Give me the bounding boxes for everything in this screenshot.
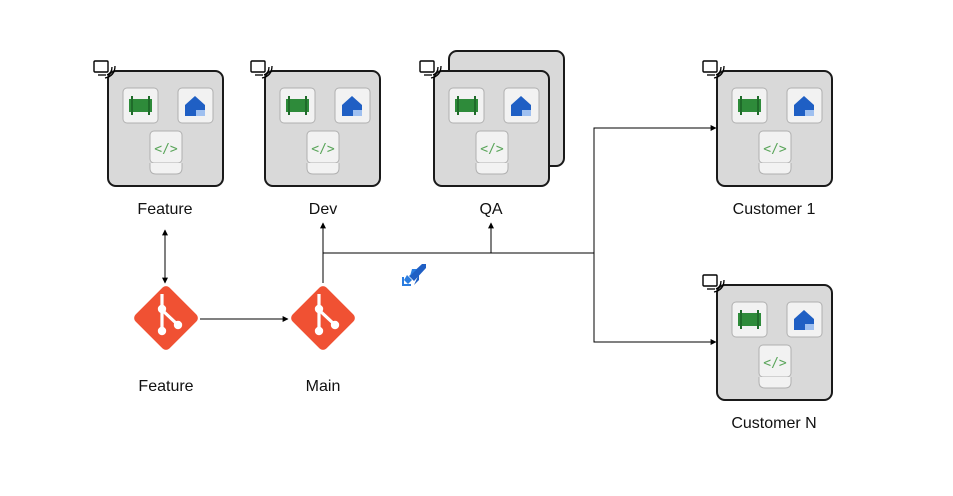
env-label-customern: Customer N [731, 415, 816, 432]
repo-label-main: Main [306, 378, 341, 395]
env-customern [702, 274, 833, 401]
env-customer1 [702, 60, 833, 187]
env-label-qa: QA [479, 201, 502, 218]
azure-pipelines-icon [402, 264, 426, 286]
git-icon [130, 282, 202, 354]
connector-to-customer1 [593, 125, 717, 253]
env-dev [250, 60, 381, 187]
repo-label-feature: Feature [138, 378, 193, 395]
env-label-customer1: Customer 1 [733, 201, 816, 218]
env-feature [93, 60, 224, 187]
env-qa [419, 50, 565, 187]
env-label-feature: Feature [137, 201, 192, 218]
env-label-dev: Dev [309, 201, 337, 218]
git-icon [287, 282, 359, 354]
connector-to-customern [593, 253, 717, 345]
